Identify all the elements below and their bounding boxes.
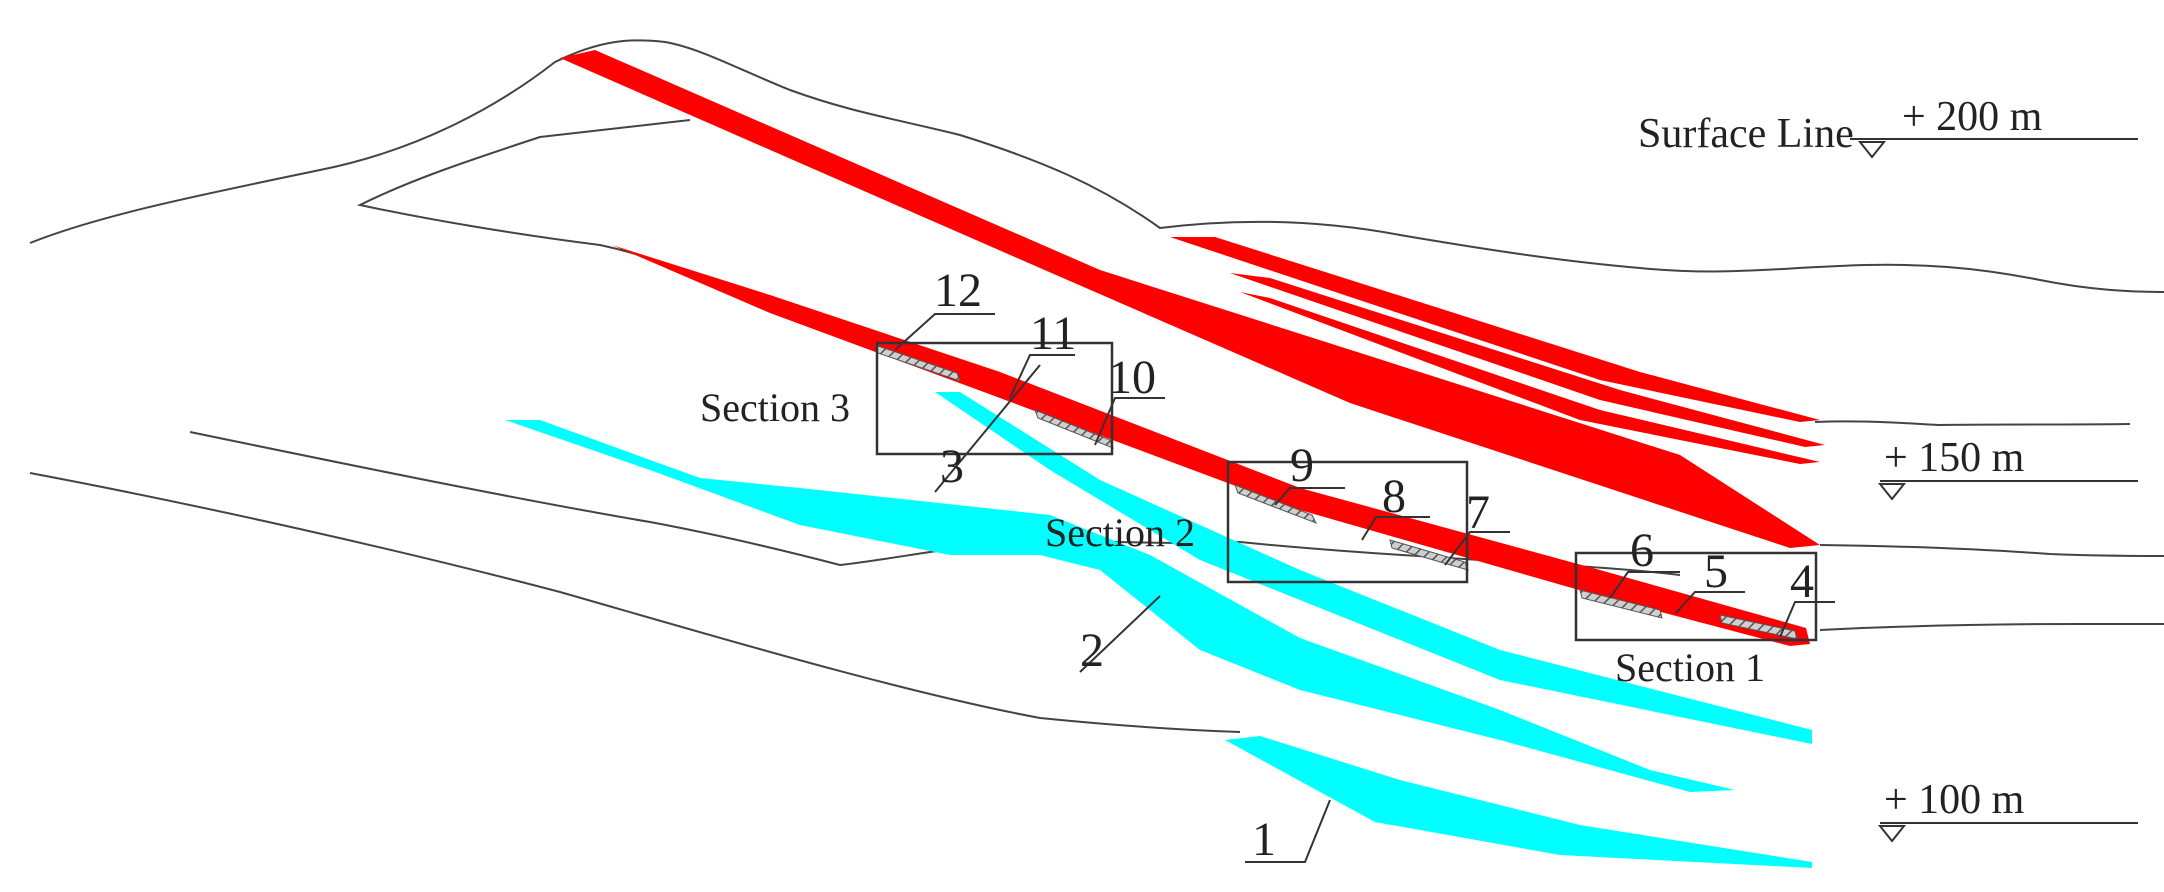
leader-7 [1444,531,1510,566]
red-ore-bodies [560,50,1825,646]
callout-4: 4 [1790,555,1814,608]
leader-9 [1274,487,1345,506]
callout-12: 12 [934,264,982,317]
leader-3 [934,364,1041,493]
callout-10: 10 [1108,351,1156,404]
leader-5 [1675,591,1745,614]
mined-segments [874,344,1798,640]
cyan-ore-1 [1225,736,1812,868]
cyan-ore-2 [505,420,1735,792]
elevation-200-triangle [1857,141,1887,159]
section-boxes [875,341,1818,642]
stratum-boundary-b [1814,420,2131,427]
section-1-label: Section 1 [1615,645,1765,690]
surface-line [29,39,2164,293]
stratum-boundary-c [1819,544,2164,557]
callout-1: 1 [1252,813,1276,866]
elevation-100-label: + 100 m [1884,777,2025,823]
elevation-200-label: + 200 m [1902,94,2043,140]
surface-line-label: Surface Line [1638,111,1854,157]
elevation-150-label: + 150 m [1884,435,2025,481]
stratum-boundary-d [1819,622,2164,631]
leader-1 [1245,799,1331,863]
callout-9: 9 [1290,439,1314,492]
section-labels: Section 3 Section 2 Section 1 [700,385,1765,690]
section-2-label: Section 2 [1045,510,1195,555]
callout-11: 11 [1030,307,1076,360]
leader-lines [894,313,1835,863]
callout-5: 5 [1704,545,1728,598]
red-ore-upper-3 [1240,292,1820,464]
leader-4 [1779,601,1835,638]
callout-6: 6 [1630,524,1654,577]
leader-12 [894,313,995,351]
section-2-box [1226,460,1469,584]
callout-numbers: 12 11 10 3 9 8 7 6 5 4 2 1 [934,264,1814,866]
section-3-label: Section 3 [700,385,850,430]
elevation-100-triangle [1877,825,1907,843]
segment-6-hatch [1579,589,1663,619]
callout-3: 3 [940,440,964,493]
cyan-ore-bodies [505,392,1812,868]
elevation-markers: Surface Line + 200 m + 150 m + 100 m [1638,94,2138,843]
leader-2 [1079,595,1161,673]
cyan-ore-3 [935,392,1812,744]
section-3-box [875,341,1114,456]
callout-7: 7 [1466,486,1490,539]
leader-10 [1094,397,1165,446]
elevation-150-triangle [1877,483,1907,501]
section-1-box [1574,551,1818,642]
stratum-boundary-f [29,472,1241,733]
red-ore-upper-2 [1230,273,1825,447]
red-ore-lower-vein [612,245,1810,646]
callout-2: 2 [1080,624,1104,677]
red-ore-main [560,50,1820,548]
leader-11 [1009,354,1075,399]
leader-8 [1361,516,1430,541]
leader-6 [1609,571,1680,599]
red-ore-upper-1 [1170,237,1820,422]
callout-8: 8 [1382,470,1406,523]
